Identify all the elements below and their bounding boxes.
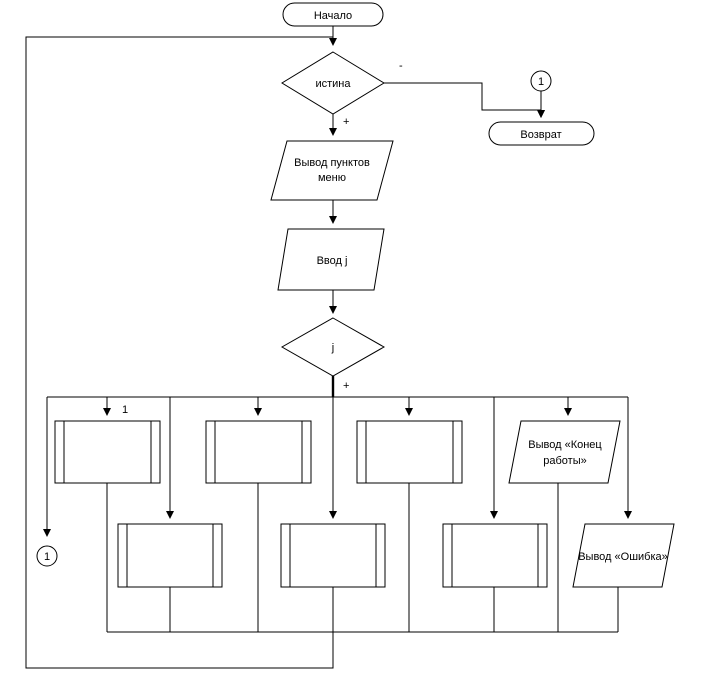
end-output-line1: Вывод «Конец <box>528 439 602 451</box>
condition-decision: истина <box>281 51 385 115</box>
switch-decision: j <box>280 317 386 377</box>
connector-left: 1 <box>36 545 58 567</box>
process-bottom-2 <box>280 523 386 588</box>
end-output-block: Вывод «Конец работы» <box>508 420 621 484</box>
return-label: Возврат <box>520 129 561 141</box>
input-block: Ввод j <box>277 228 385 291</box>
connector-left-label: 1 <box>44 551 50 563</box>
first-case-label: 1 <box>122 404 128 416</box>
menu-output-block: Вывод пунктов меню <box>270 140 394 201</box>
process-top-1 <box>54 420 161 484</box>
start-label: Начало <box>314 10 352 22</box>
menu-output-line2: меню <box>318 172 346 184</box>
condition-label: истина <box>315 78 351 90</box>
error-output-label: Вывод «Ошибка» <box>578 551 668 563</box>
process-top-3 <box>356 420 463 484</box>
connector-right-label: 1 <box>538 76 544 88</box>
return-terminator: Возврат <box>488 121 595 146</box>
connector-right: 1 <box>530 70 552 92</box>
process-bottom-3 <box>442 523 548 588</box>
error-output-block: Вывод «Ошибка» <box>572 523 675 588</box>
menu-output-line1: Вывод пунктов <box>294 157 370 169</box>
start-terminator: Начало <box>282 2 384 27</box>
loop-back-line <box>25 36 334 669</box>
condition-yes-label: + <box>343 116 349 128</box>
process-top-2 <box>205 420 312 484</box>
switch-label: j <box>331 342 334 354</box>
input-label: Ввод j <box>317 255 348 267</box>
condition-no-label: - <box>399 60 403 72</box>
end-output-line2: работы» <box>543 455 586 467</box>
arrow-condition-return <box>384 82 545 118</box>
process-bottom-1 <box>117 523 223 588</box>
switch-plus-label: + <box>343 380 349 392</box>
